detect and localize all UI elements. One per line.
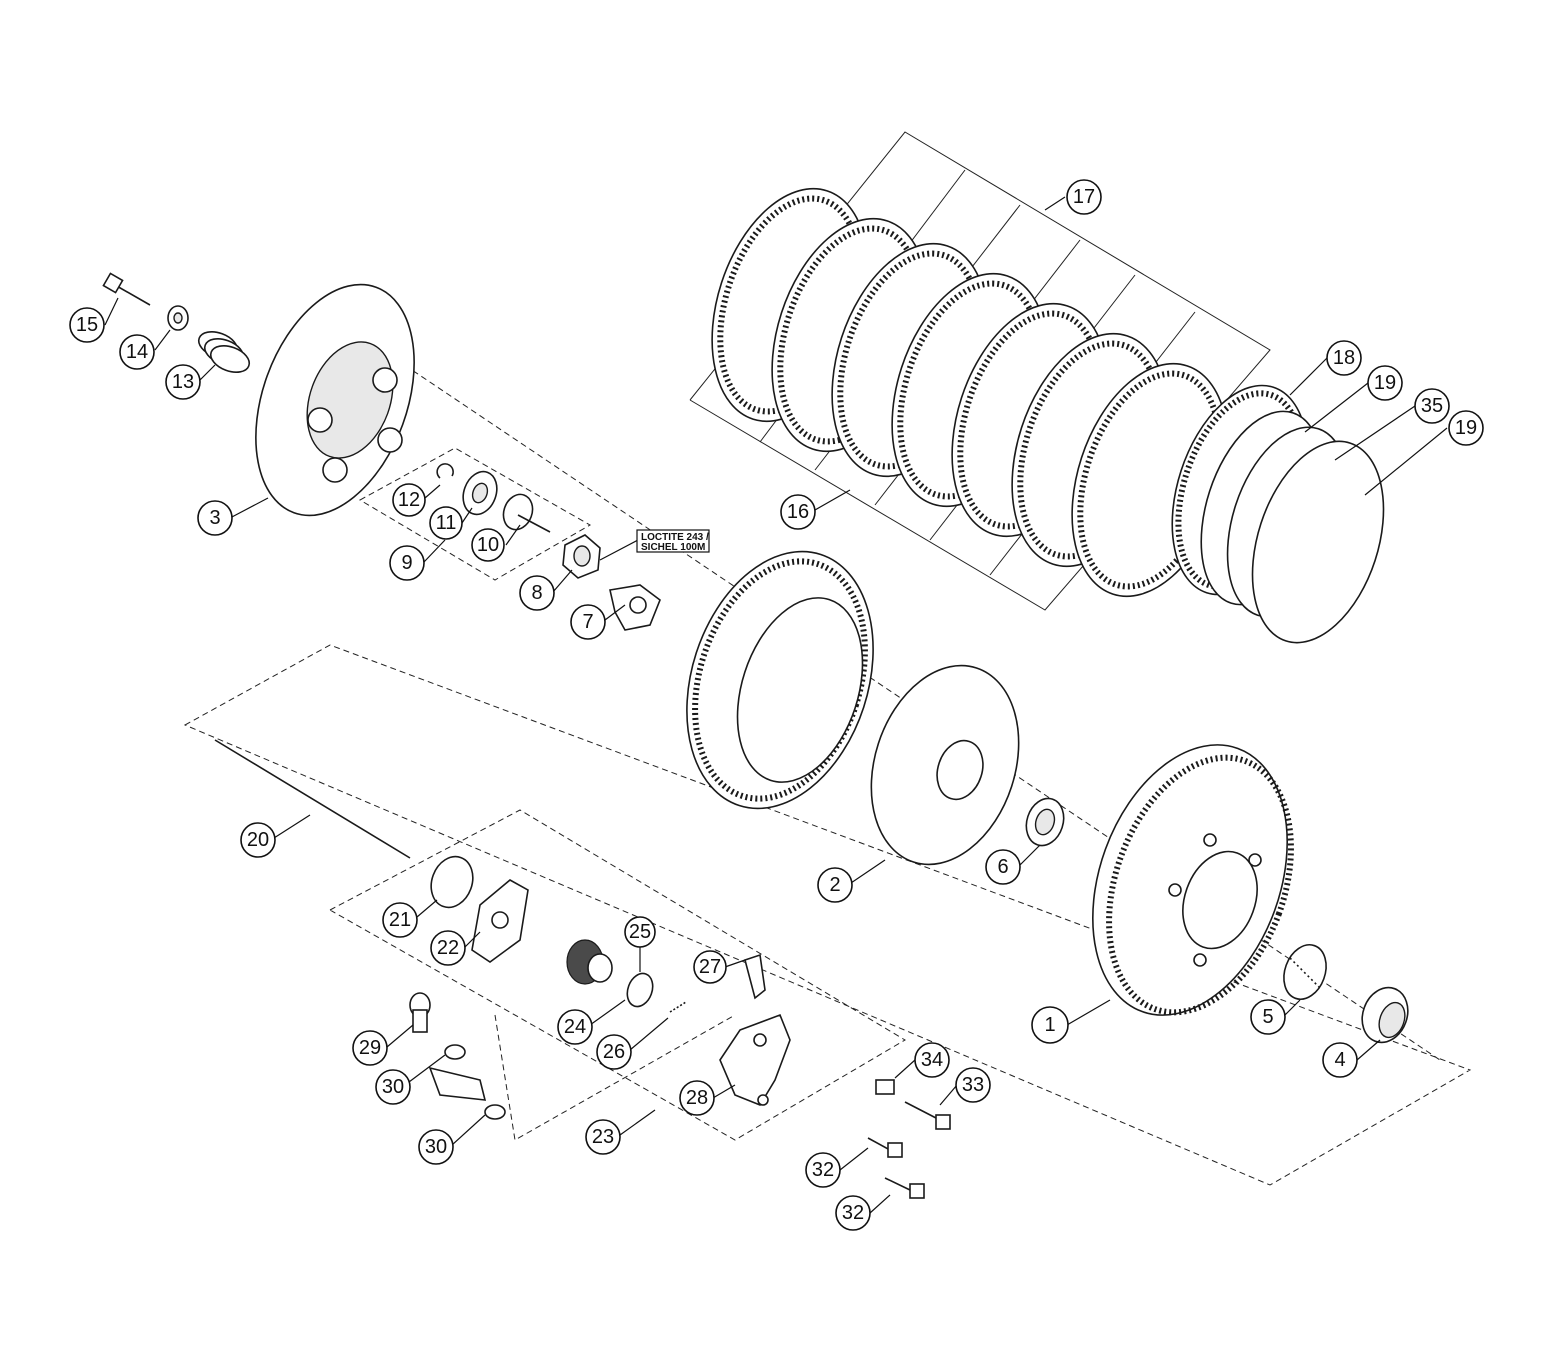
spring-rings	[1200, 410, 1385, 644]
svg-text:24: 24	[564, 1016, 586, 1038]
callout-17: 17	[1066, 179, 1102, 215]
svg-text:19: 19	[1374, 372, 1396, 394]
callout-19b: 19	[1448, 410, 1484, 446]
svg-text:25: 25	[629, 921, 651, 943]
callout-27: 27	[693, 950, 727, 984]
svg-text:30: 30	[425, 1136, 447, 1158]
svg-text:34: 34	[921, 1049, 943, 1071]
oring-and-gasket	[430, 855, 529, 963]
banjo-fitting-parts	[409, 992, 506, 1120]
callout-15: 15	[69, 307, 105, 343]
fastener-bolts	[867, 1079, 951, 1199]
svg-text:7: 7	[582, 611, 593, 633]
callout-22: 22	[430, 930, 466, 966]
svg-text:29: 29	[359, 1037, 381, 1059]
clutch-disc-stack	[711, 187, 1309, 598]
svg-text:4: 4	[1334, 1049, 1345, 1071]
svg-text:1: 1	[1044, 1014, 1055, 1036]
svg-text:14: 14	[126, 341, 148, 363]
svg-text:11: 11	[436, 512, 457, 534]
callout-4: 4	[1322, 1042, 1358, 1078]
svg-text:18: 18	[1333, 347, 1355, 369]
callout-32a: 32	[805, 1152, 841, 1188]
note-line-2: SICHEL 100M	[641, 542, 705, 553]
callout-12: 12	[392, 483, 426, 517]
callout-30b: 30	[418, 1129, 454, 1165]
leader-lines	[104, 196, 1448, 1214]
slave-cylinder-parts	[566, 939, 791, 1106]
callout-23: 23	[585, 1119, 621, 1155]
callout-35: 35	[1414, 388, 1450, 424]
callout-3: 3	[197, 500, 233, 536]
callout-13: 13	[165, 364, 201, 400]
note-line-1: LOCTITE 243 /	[641, 532, 709, 543]
clutch-basket	[1092, 744, 1294, 1016]
push-rod	[214, 739, 411, 859]
callout-10: 10	[471, 528, 505, 562]
svg-text:33: 33	[962, 1074, 984, 1096]
callout-14: 14	[119, 334, 155, 370]
callout-5: 5	[1250, 999, 1286, 1035]
assembly-outlines	[183, 447, 1472, 1186]
callout-29: 29	[352, 1030, 388, 1066]
svg-text:17: 17	[1073, 186, 1095, 208]
svg-text:2: 2	[829, 874, 840, 896]
callout-11: 11	[429, 506, 463, 540]
callout-6: 6	[985, 849, 1021, 885]
svg-text:9: 9	[401, 552, 412, 574]
callout-34: 34	[914, 1042, 950, 1078]
callout-30a: 30	[375, 1069, 411, 1105]
svg-text:3: 3	[209, 507, 220, 529]
inner-hub-with-plates	[686, 550, 1020, 866]
svg-text:28: 28	[686, 1087, 708, 1109]
callout-1: 1	[1031, 1006, 1069, 1044]
callout-21: 21	[382, 902, 418, 938]
svg-text:5: 5	[1262, 1006, 1273, 1028]
svg-text:35: 35	[1421, 395, 1443, 417]
svg-text:13: 13	[172, 371, 194, 393]
svg-text:22: 22	[437, 937, 459, 959]
svg-text:6: 6	[997, 856, 1008, 878]
callout-bubbles: 1 2 3 4 5 6 7 8 9 10 11 12 13 14 15 16 1…	[69, 179, 1484, 1231]
callout-2: 2	[817, 867, 853, 903]
callout-32b: 32	[835, 1195, 871, 1231]
svg-text:21: 21	[389, 909, 411, 931]
svg-text:30: 30	[382, 1076, 404, 1098]
svg-text:12: 12	[398, 489, 420, 511]
callout-9: 9	[389, 545, 425, 581]
svg-text:20: 20	[247, 829, 269, 851]
thread-locker-note: LOCTITE 243 / SICHEL 100M	[636, 529, 710, 553]
bearing-and-bushing	[1283, 944, 1409, 1044]
svg-text:16: 16	[787, 501, 809, 523]
thrust-washer	[1025, 797, 1065, 847]
svg-text:32: 32	[842, 1202, 864, 1224]
callout-26: 26	[596, 1034, 632, 1070]
callout-25: 25	[624, 916, 656, 948]
svg-text:8: 8	[531, 582, 542, 604]
bolt-washer-spring	[102, 272, 251, 373]
nut-and-lockwasher	[562, 534, 661, 631]
svg-text:26: 26	[603, 1041, 625, 1063]
callout-33: 33	[955, 1067, 991, 1103]
svg-text:32: 32	[812, 1159, 834, 1181]
callout-20: 20	[240, 822, 276, 858]
svg-text:27: 27	[699, 956, 721, 978]
callout-28: 28	[679, 1080, 715, 1116]
callout-16: 16	[780, 494, 816, 530]
callout-24: 24	[557, 1009, 593, 1045]
svg-text:15: 15	[76, 314, 98, 336]
callout-19a: 19	[1367, 365, 1403, 401]
pressure-plate	[255, 283, 415, 517]
svg-text:19: 19	[1455, 417, 1477, 439]
svg-text:10: 10	[477, 534, 499, 556]
release-bearing-parts	[436, 463, 551, 533]
callout-18: 18	[1326, 340, 1362, 376]
callout-8: 8	[519, 575, 555, 611]
callout-7: 7	[570, 604, 606, 640]
svg-text:23: 23	[592, 1126, 614, 1148]
